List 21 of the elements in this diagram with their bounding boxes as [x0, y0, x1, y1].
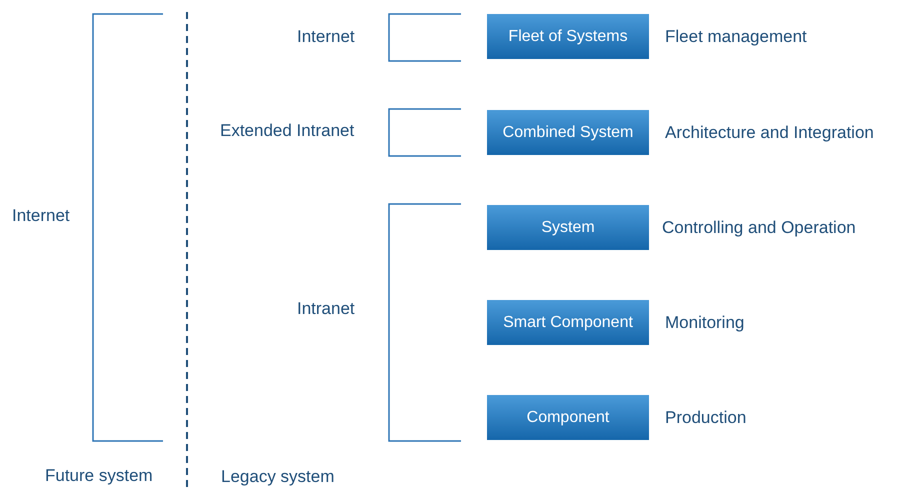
level-box [487, 395, 649, 440]
group-label: Extended Intranet [220, 121, 354, 141]
level-box [487, 110, 649, 155]
level-description: Architecture and Integration [665, 123, 874, 143]
level-name: Smart Component [503, 312, 633, 332]
level-box [487, 300, 649, 345]
level-description: Controlling and Operation [662, 218, 856, 238]
level-name: Combined System [502, 122, 634, 142]
level-box [487, 14, 649, 59]
group-label: Legacy system [221, 467, 334, 487]
level-description: Fleet management [665, 27, 807, 47]
level-box [487, 205, 649, 250]
level-name: Component [526, 408, 610, 428]
group-label: Future system [45, 466, 153, 486]
level-name: Fleet of Systems [508, 26, 628, 46]
group-label: Internet [12, 206, 70, 226]
level-name: System [541, 218, 595, 238]
level-description: Monitoring [665, 313, 744, 333]
group-label: Internet [297, 27, 355, 47]
group-label: Intranet [297, 299, 355, 319]
level-description: Production [665, 408, 746, 428]
